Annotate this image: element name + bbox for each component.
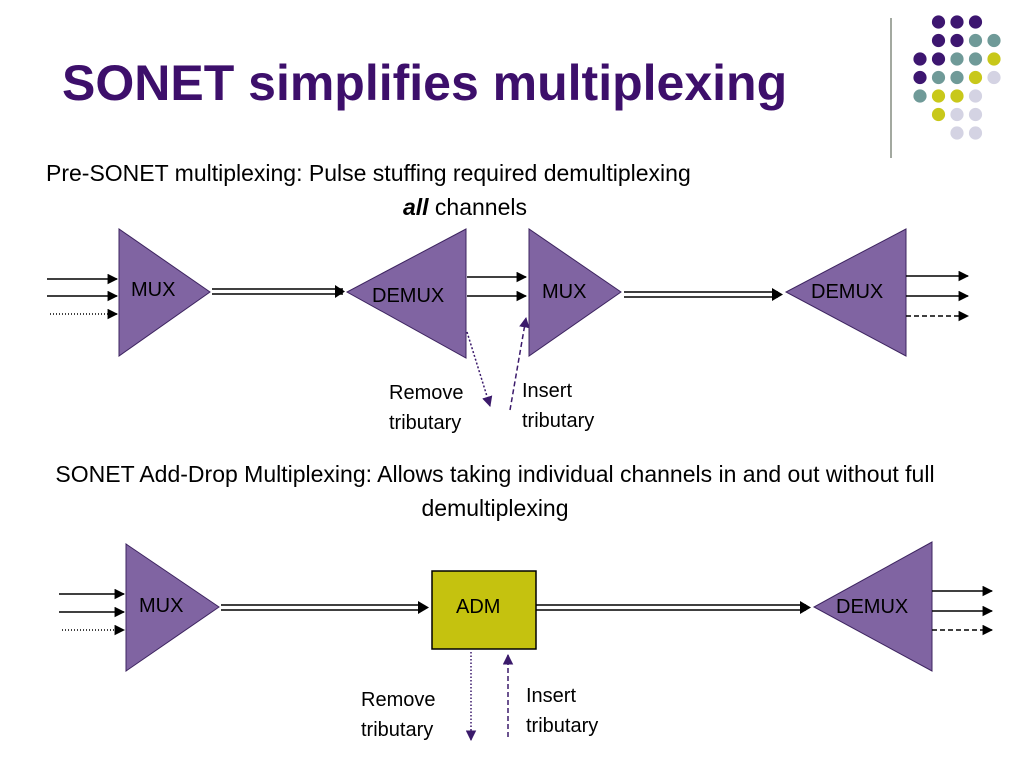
demux1-label: DEMUX — [372, 285, 445, 307]
adm-label: ADM — [456, 596, 501, 618]
pre-sonet-caption-line1: Pre-SONET multiplexing: Pulse stuffing r… — [46, 160, 691, 186]
adm-mux-label: MUX — [139, 595, 184, 617]
adm-caption: SONET Add-Drop Multiplexing: Allows taki… — [55, 461, 935, 521]
adm-demux-label: DEMUX — [836, 596, 909, 618]
demux2-label: DEMUX — [811, 281, 884, 303]
demux1-triangle — [345, 228, 467, 359]
mux1-label: MUX — [131, 279, 176, 301]
adm-demux-triangle — [812, 541, 933, 672]
trunk-arrowhead-1 — [335, 285, 345, 298]
remove-tributary-label: Remove tributary — [389, 382, 464, 434]
title-divider — [890, 18, 892, 158]
pre-sonet-caption: Pre-SONET multiplexing: Pulse stuffing r… — [20, 156, 880, 224]
adm-box — [431, 570, 537, 650]
mux1-triangle — [118, 228, 211, 357]
pre-sonet-caption-line2: all channels — [20, 190, 880, 224]
mux2-triangle — [528, 228, 622, 357]
mux2-label: MUX — [542, 281, 587, 303]
caption-emphasis: all — [402, 194, 429, 220]
adm-trunk-arrowhead-1 — [418, 601, 429, 614]
trunk-arrowhead-2 — [772, 288, 783, 301]
demux2-triangle — [784, 228, 907, 357]
adm-trunk-arrowhead-2 — [800, 601, 811, 614]
caption-line2-rest: channels — [428, 194, 528, 220]
page-title: SONET simplifies multiplexing — [62, 55, 788, 111]
remove-tributary-arrow — [466, 331, 493, 408]
insert-tributary-label: Insert tributary — [522, 380, 595, 432]
adm-insert-tributary-label: Insert tributary — [526, 685, 599, 737]
adm-remove-tributary-label: Remove tributary — [361, 689, 436, 741]
adm-mux-triangle — [125, 543, 220, 672]
